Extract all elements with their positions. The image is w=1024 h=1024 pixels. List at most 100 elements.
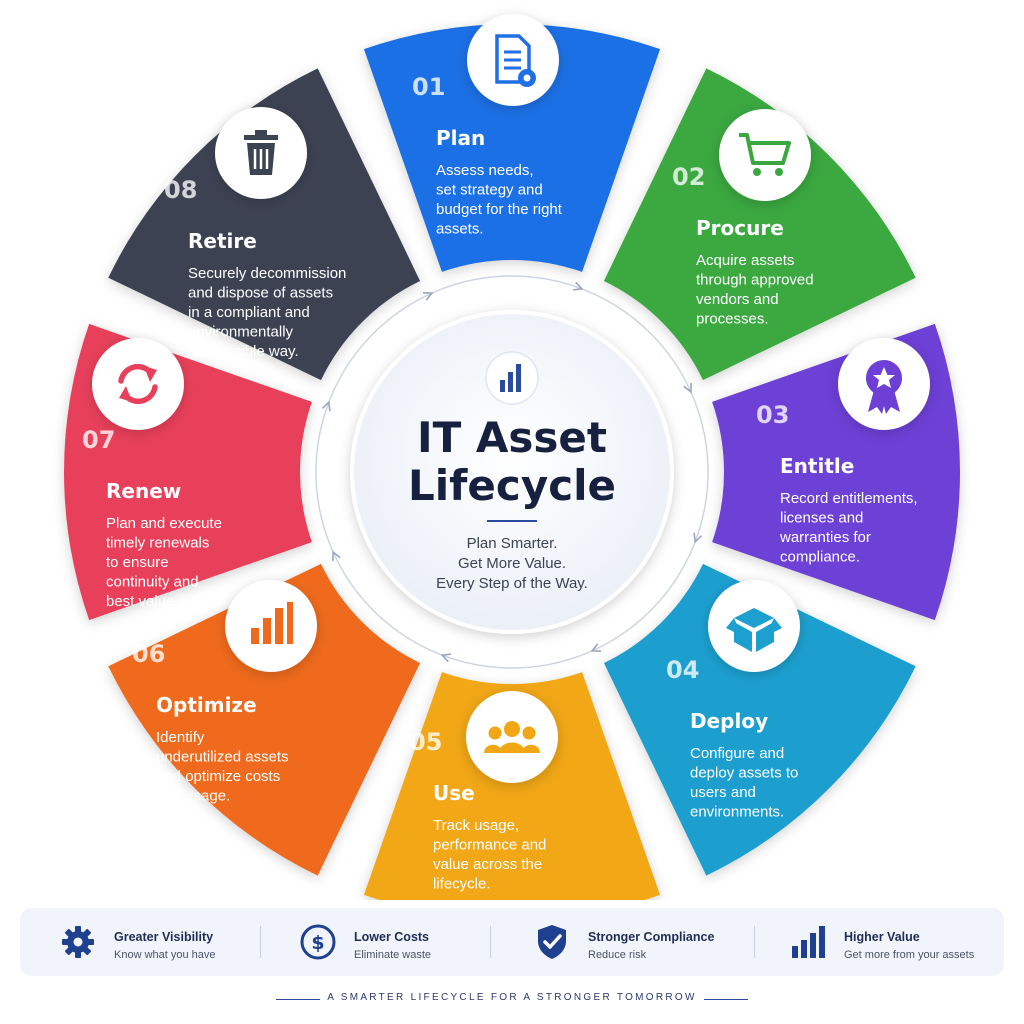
award-badge-icon: [838, 338, 930, 430]
benefit-title: Lower Costs: [354, 930, 430, 944]
stage-description-line: Record entitlements,: [780, 490, 918, 507]
footer-rule-left: [276, 999, 320, 1000]
benefit-greater-visibility: Greater Visibility Know what you have: [58, 908, 298, 976]
stage-title: Entitle: [780, 454, 854, 478]
track-arrow: [572, 281, 584, 291]
benefit-divider: [490, 926, 491, 958]
bar-chart-icon: [500, 364, 521, 392]
stage-description-line: environments.: [690, 804, 784, 821]
stage-description-line: Identify: [156, 729, 205, 746]
stage-title: Use: [433, 781, 475, 805]
stage-description-line: environmentally: [188, 324, 294, 341]
stage-number: 01: [412, 73, 445, 101]
benefit-title: Higher Value: [844, 930, 920, 944]
stage-description-line: and dispose of assets: [188, 285, 333, 302]
stage-number: 08: [164, 176, 197, 204]
stage-segment: [603, 563, 916, 876]
shopping-cart-icon: [719, 109, 811, 201]
center-disc: [350, 310, 674, 634]
stage-description-line: compliance.: [780, 549, 860, 566]
benefit-title: Stronger Compliance: [588, 930, 715, 944]
stage-title: Renew: [106, 479, 181, 503]
benefit-title: Greater Visibility: [114, 930, 214, 944]
stage-number: 05: [409, 728, 442, 756]
stage-description-line: Assess needs,: [436, 162, 534, 179]
stage-description-line: through approved: [696, 272, 814, 289]
stage-description-line: continuity and: [106, 574, 199, 591]
users-group-icon: [466, 691, 558, 783]
center-tagline-1: Plan Smarter.: [467, 535, 558, 552]
stage-description-line: budget for the right: [436, 201, 563, 218]
benefit-higher-value: Higher Value Get more from your assets: [788, 908, 1024, 976]
track-arrow: [590, 643, 602, 652]
benefit-subtitle: Get more from your assets: [844, 949, 975, 961]
shield-check-icon: [538, 925, 566, 959]
stage-description-line: to ensure: [106, 554, 169, 571]
stage-description-line: and usage.: [156, 788, 230, 805]
trash-icon: [215, 107, 307, 199]
benefit-lower-costs: $ Lower Costs Eliminate waste: [298, 908, 538, 976]
stage-description-line: and optimize costs: [156, 768, 280, 785]
stage-segment: [603, 68, 916, 381]
track-arrow: [332, 550, 341, 562]
stage-description-line: responsible way.: [188, 343, 299, 360]
dollar-coin-icon: $: [300, 924, 336, 960]
stage-segment: [363, 23, 661, 272]
document-gear-icon: [467, 14, 559, 106]
benefits-bar: Greater Visibility Know what you have $ …: [20, 908, 1004, 976]
track-arrow: [683, 382, 692, 394]
stage-description-line: value across the: [433, 856, 542, 873]
center-title-line1: IT Asset: [417, 413, 607, 462]
benefit-subtitle: Reduce risk: [588, 949, 647, 961]
stage-title: Plan: [436, 126, 485, 150]
benefit-divider: [754, 926, 755, 958]
svg-text:$: $: [311, 932, 324, 954]
stage-number: 02: [672, 163, 705, 191]
benefit-subtitle: Know what you have: [114, 949, 216, 961]
benefit-stronger-compliance: Stronger Compliance Reduce risk: [532, 908, 772, 976]
center-title-line2: Lifecycle: [408, 461, 616, 510]
stage-segment: [108, 68, 421, 381]
stage-segment: [363, 672, 661, 900]
stage-description-line: assets.: [436, 221, 484, 238]
footer-rule-right: [704, 999, 748, 1000]
stage-title: Deploy: [690, 709, 768, 733]
gear-icon: [62, 926, 94, 958]
bar-chart-up-icon: [225, 580, 317, 672]
footer: A SMARTER LIFECYCLE FOR A STRONGER TOMOR…: [0, 990, 1024, 1010]
stage-title: Optimize: [156, 693, 257, 717]
stage-description-line: Acquire assets: [696, 252, 794, 269]
stage-description-line: Plan and execute: [106, 515, 222, 532]
stage-description-line: Track usage,: [433, 817, 519, 834]
inner-track-ring: [315, 275, 709, 669]
stage-title: Procure: [696, 216, 784, 240]
center-tagline-2: Get More Value.: [458, 555, 566, 572]
stage-description-line: vendors and: [696, 291, 779, 308]
box-icon: [708, 580, 800, 672]
stage-segment: [108, 563, 421, 876]
stage-description-line: Securely decommission: [188, 265, 346, 282]
stage-description-line: performance and: [433, 837, 546, 854]
track-arrow: [321, 400, 331, 412]
track-arrow: [422, 292, 434, 301]
stage-description-line: best value.: [106, 593, 179, 610]
stage-description-line: underutilized assets: [156, 749, 289, 766]
center-tagline-3: Every Step of the Way.: [436, 575, 588, 592]
stage-description-line: set strategy and: [436, 182, 543, 199]
stage-description-line: timely renewals: [106, 535, 209, 552]
stage-description-line: deploy assets to: [690, 765, 798, 782]
stage-number: 04: [666, 656, 699, 684]
stage-description-line: processes.: [696, 311, 769, 328]
footer-tagline: A SMARTER LIFECYCLE FOR A STRONGER TOMOR…: [327, 992, 697, 1003]
stage-title: Retire: [188, 229, 257, 253]
refresh-icon: [92, 338, 184, 430]
